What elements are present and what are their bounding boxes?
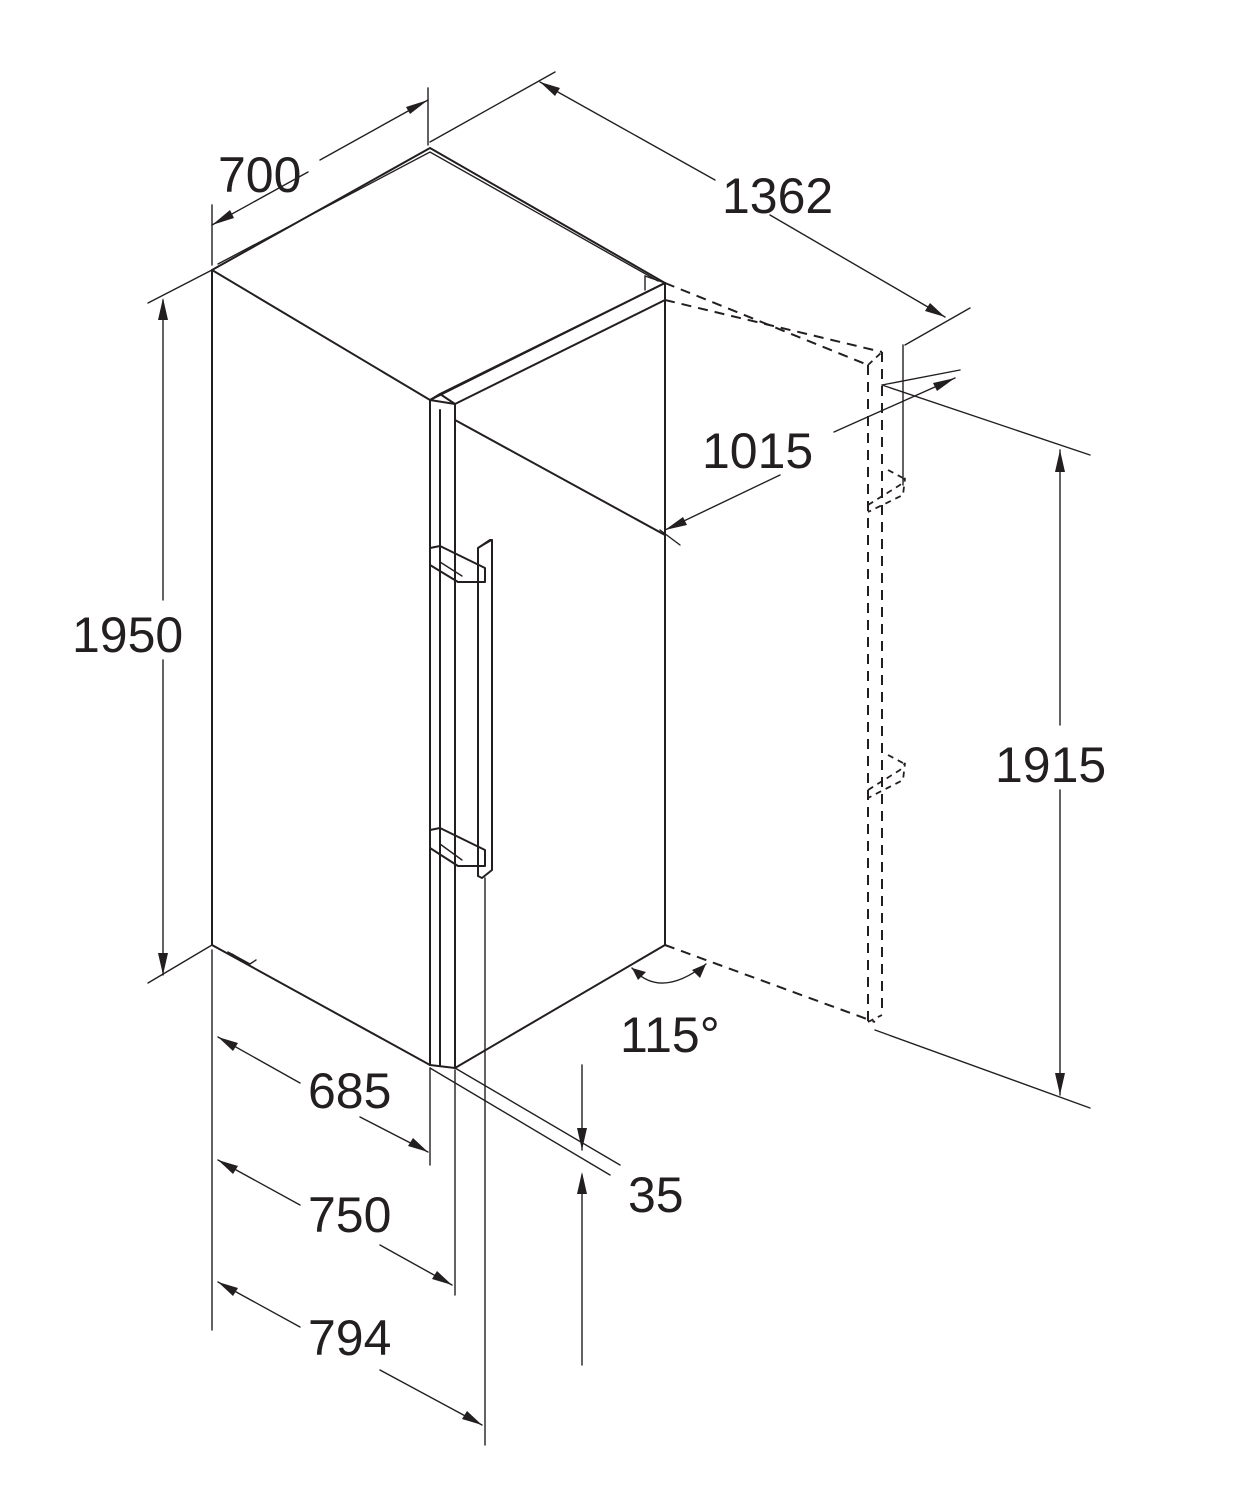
dim-35: 35 <box>429 1064 684 1366</box>
dim-794-label: 794 <box>308 1310 391 1366</box>
dim-1915: 1915 <box>874 384 1106 1109</box>
door-handle <box>429 539 493 879</box>
dim-700-label: 700 <box>218 147 301 203</box>
dim-1950-label: 1950 <box>72 607 183 663</box>
cabinet-body <box>211 147 666 1066</box>
open-door-outline <box>664 282 906 1023</box>
dim-700: 700 <box>211 87 429 266</box>
dim-1362-label: 1362 <box>722 168 833 224</box>
dim-750: 750 <box>217 1159 453 1286</box>
dim-685: 685 <box>217 1036 429 1153</box>
dim-bottom-verticals <box>211 877 486 1446</box>
angle-label: 115° <box>620 1007 720 1063</box>
door <box>429 275 666 1069</box>
dim-35-label: 35 <box>628 1167 684 1223</box>
dim-1362: 1362 <box>429 71 971 346</box>
dim-1915-label: 1915 <box>995 737 1106 793</box>
dim-1015: 1015 <box>659 369 961 546</box>
angle-arc: 115° <box>620 963 720 1063</box>
dim-1015-label: 1015 <box>702 423 813 479</box>
dim-685-label: 685 <box>308 1063 391 1119</box>
dim-750-label: 750 <box>308 1187 391 1243</box>
dim-1950: 1950 <box>72 269 213 984</box>
dim-794: 794 <box>217 1281 483 1426</box>
